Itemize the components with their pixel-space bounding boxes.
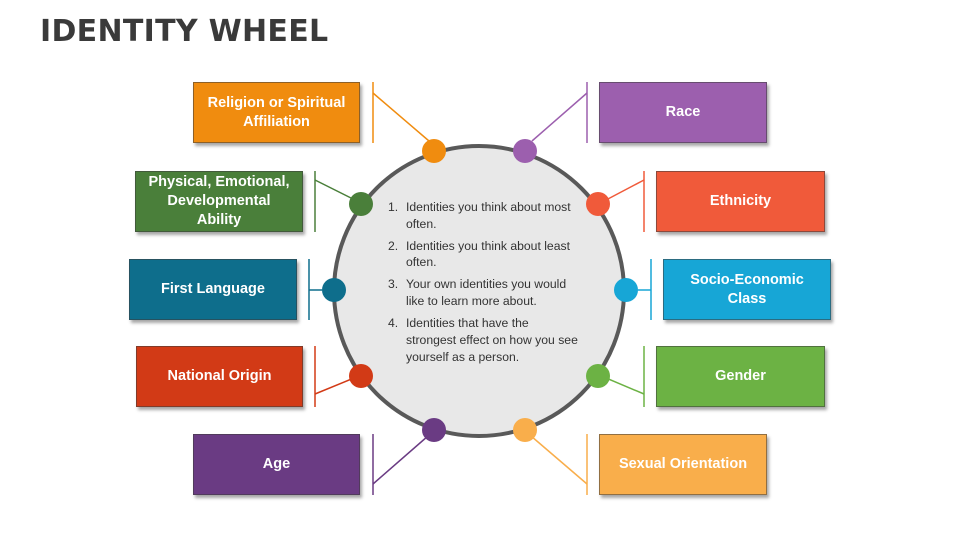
instruction-text: Your own identities you would like to le… — [406, 277, 567, 309]
instruction-number: 3. — [388, 277, 399, 292]
box-first-language: First Language — [129, 259, 297, 320]
connector-gender — [605, 346, 645, 407]
dot-language — [322, 278, 346, 302]
instruction-text: Identities that have the strongest effec… — [406, 315, 578, 364]
box-national-origin: National Origin — [136, 346, 303, 407]
box-race: Race — [599, 82, 767, 143]
dot-sexual — [513, 418, 537, 442]
box-sexual-orientation: Sexual Orientation — [599, 434, 767, 495]
box-age: Age — [193, 434, 360, 495]
connector-ethnicity — [605, 171, 645, 232]
instructions-list: 1. Identities you think about most often… — [388, 199, 578, 370]
connector-language — [308, 259, 322, 320]
connector-physical — [314, 171, 356, 232]
connector-age — [372, 434, 429, 495]
connector-sexual — [530, 434, 588, 495]
instruction-item: 4. Identities that have the strongest ef… — [388, 315, 578, 365]
dot-race — [513, 139, 537, 163]
connector-national — [314, 346, 355, 407]
box-gender: Gender — [656, 346, 825, 407]
connector-religion — [372, 82, 430, 143]
dot-gender — [586, 364, 610, 388]
instruction-number: 4. — [388, 315, 399, 330]
dot-physical — [349, 192, 373, 216]
instruction-number: 1. — [388, 200, 399, 214]
instruction-text: Identities you think about least often. — [406, 238, 570, 270]
box-physical-ability: Physical, Emotional, Developmental Abili… — [135, 171, 303, 232]
connector-race — [531, 82, 588, 143]
page-title: IDENTITY WHEEL — [40, 14, 329, 49]
instruction-text: Identities you think about most often. — [406, 200, 571, 231]
dot-national — [349, 364, 373, 388]
box-ethnicity: Ethnicity — [656, 171, 825, 232]
box-religion: Religion or Spiritual Affiliation — [193, 82, 360, 143]
instruction-item: 2. Identities you think about least ofte… — [388, 238, 578, 272]
instruction-item: 1. Identities you think about most often… — [388, 199, 578, 233]
dot-religion — [422, 139, 446, 163]
dot-age — [422, 418, 446, 442]
dot-socio — [614, 278, 638, 302]
instruction-number: 2. — [388, 238, 399, 253]
box-socio-economic-class: Socio-Economic Class — [663, 259, 831, 320]
connector-socio — [638, 259, 652, 320]
instruction-item: 3. Your own identities you would like to… — [388, 276, 578, 310]
dot-ethnicity — [586, 192, 610, 216]
